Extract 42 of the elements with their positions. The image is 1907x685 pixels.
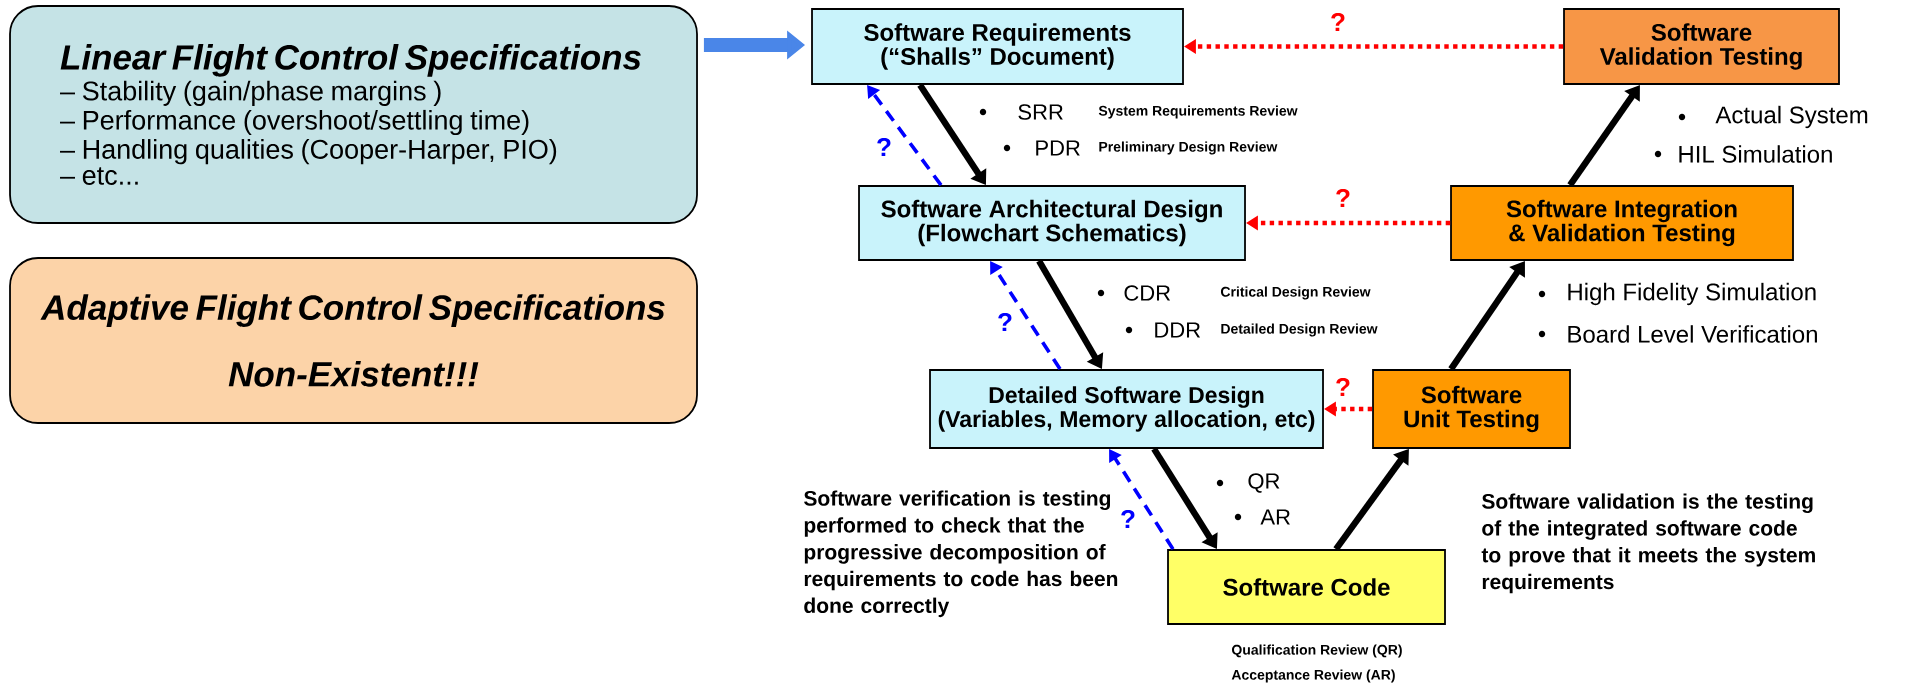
process-box: Software Integration & Validation Testing: [1450, 185, 1794, 261]
review-label: Critical Design Review: [1220, 286, 1371, 300]
review-label: CDR: [1124, 285, 1171, 301]
arrow: [867, 85, 943, 187]
process-box: Software Unit Testing: [1372, 369, 1571, 449]
review-label: Acceptance Review (AR): [1231, 669, 1395, 683]
arrow: [1036, 259, 1104, 369]
review-label: System Requirements Review: [1098, 105, 1298, 119]
arrow: [1567, 85, 1640, 187]
edge-label: ?: [998, 312, 1012, 332]
edge-label: ?: [1121, 509, 1135, 529]
review-label: HIL Simulation: [1679, 145, 1832, 163]
edge-label: ?: [877, 137, 891, 157]
review-label: Preliminary Design Review: [1099, 141, 1278, 155]
arrow: [1448, 261, 1525, 371]
process-box: Software Code: [1167, 549, 1446, 625]
arrow: [917, 83, 987, 185]
review-label: PDR: [1036, 140, 1080, 156]
edge-label: ?: [1336, 188, 1350, 208]
edge-label: ?: [1336, 377, 1350, 397]
process-box: Software Validation Testing: [1563, 8, 1840, 85]
process-box: Software Requirements (“Shalls” Document): [811, 8, 1184, 85]
specification-box: Adaptive Flight Control Specifications Non-Existent!!!: [9, 257, 698, 424]
arrow: [1109, 449, 1175, 551]
arrow: [1151, 447, 1218, 549]
process-box: Software Architectural Design (Flowchart Schematics): [858, 185, 1246, 261]
review-label: High Fidelity Simulation: [1568, 282, 1816, 306]
review-label: Qualification Review (QR): [1231, 644, 1402, 658]
review-label: DDR: [1155, 322, 1201, 338]
review-label: QR: [1248, 473, 1280, 493]
review-label: Board Level Verification: [1568, 325, 1817, 343]
specification-box: Linear Flight Control Specifications – Stability (gain/phase margins ) – Performance (overshoot/settling time) – Handling qualities (Cooper-Harper, PIO) – etc...: [9, 5, 698, 224]
review-label: AR: [1260, 509, 1290, 525]
arrow: [1333, 449, 1409, 551]
review-label: Actual System: [1715, 105, 1868, 129]
note-text: Software verification is testing performed to check that the progressive decomposition of requirements to code has been done correctly: [804, 490, 1118, 618]
note-text: Software validation is the testing of the integrated software code to prove that it meets the system requirements: [1481, 493, 1815, 594]
review-label: Detailed Design Review: [1221, 323, 1378, 337]
review-label: SRR: [1018, 104, 1063, 120]
edge-label: ?: [1331, 12, 1345, 32]
process-box: Detailed Software Design (Variables, Memory allocation, etc): [929, 369, 1324, 449]
arrow: [990, 261, 1062, 371]
